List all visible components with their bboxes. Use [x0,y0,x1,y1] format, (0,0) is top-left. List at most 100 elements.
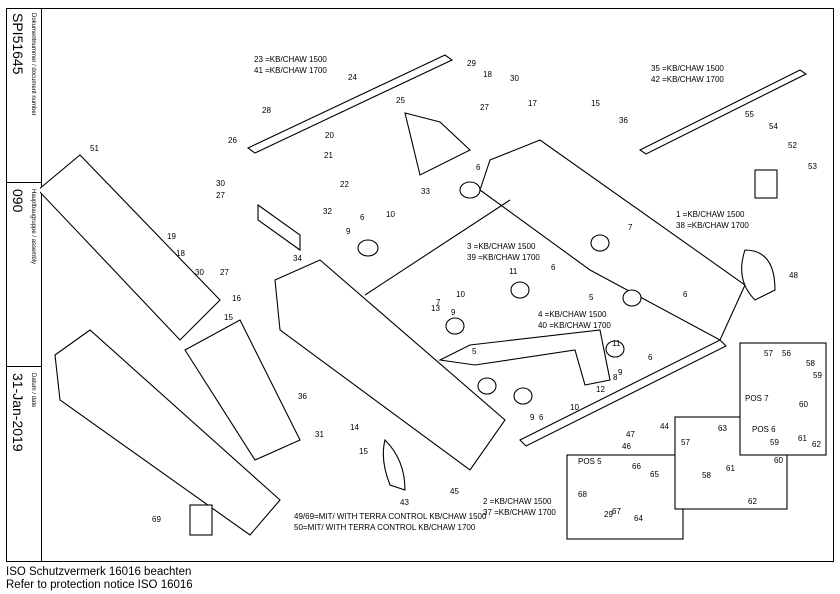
callout-21: 21 [324,151,333,160]
callout-46: 46 [622,442,631,451]
callout-28: 28 [262,106,271,115]
callout-48: 48 [789,271,798,280]
roller-7b [590,234,610,252]
callout-16: 16 [232,294,241,303]
callout-25: 25 [396,96,405,105]
callout-12: 12 [596,385,605,394]
callout-54: 54 [769,122,778,131]
callout-9: 9 [530,413,535,422]
callout-61: 61 [798,434,807,443]
callout-51: 51 [90,144,99,153]
callout-43: 43 [400,498,409,507]
callout-31: 31 [315,430,324,439]
guard-43 [382,438,406,491]
roller-6e [605,340,625,358]
exploded-parts-diagram: 23 =KB/CHAW 1500 41 =KB/CHAW 1700 35 =KB… [40,54,827,540]
callout-61: 61 [726,464,735,473]
callout-56: 56 [782,349,791,358]
callout-27: 27 [216,191,225,200]
callout-62: 62 [748,497,757,506]
callout-15: 15 [224,313,233,322]
guard-48 [741,249,776,301]
shaft-3 [364,199,511,296]
callout-6: 6 [551,263,556,272]
part-label-3: 3 =KB/CHAW 1500 [467,242,536,251]
tube-44 [519,339,727,447]
callout-24: 24 [348,73,357,82]
callout-5: 5 [472,347,477,356]
cross-tube-35 [638,69,808,155]
callout-20: 20 [325,131,334,140]
callout-13: 13 [431,304,440,313]
roller-6c [510,281,530,299]
callout-9: 9 [346,227,351,236]
callout-58: 58 [702,471,711,480]
callout-30: 30 [216,179,225,188]
callout-57: 57 [764,349,773,358]
callout-68: 68 [578,490,587,499]
part-label-50: 50=MIT/ WITH TERRA CONTROL KB/CHAW 1700 [294,523,476,532]
date-cell: Datum / date 31-Jan-2019 [7,367,41,563]
callout-44: 44 [660,422,669,431]
detail-box-pos7 [739,342,827,456]
callout-14: 14 [350,423,359,432]
callout-57: 57 [681,438,690,447]
callout-60: 60 [774,456,783,465]
part-label-49: 49/69=MIT/ WITH TERRA CONTROL KB/CHAW 15… [294,512,487,521]
pos6-label: POS 6 [752,425,776,434]
part-label-37: 37 =KB/CHAW 1700 [483,508,556,517]
callout-65: 65 [650,470,659,479]
doc-number: SPI51645 [10,13,26,75]
doc-number-cell: Dokumentnummer / document number SPI5164… [7,9,41,183]
callout-5: 5 [589,293,594,302]
callout-11: 11 [509,267,518,276]
callout-59: 59 [770,438,779,447]
callout-29: 29 [467,59,476,68]
callout-6: 6 [360,213,365,222]
callout-66: 66 [632,462,641,471]
roller-5b [622,289,642,307]
plate-31 [184,319,301,461]
part-label-38: 38 =KB/CHAW 1700 [676,221,749,230]
pos5-label: POS 5 [578,457,602,466]
date-value: 31-Jan-2019 [10,373,26,452]
callout-10: 10 [570,403,579,412]
callout-36: 36 [619,116,628,125]
callout-33: 33 [421,187,430,196]
callout-22: 22 [340,180,349,189]
side-plate-51 [40,154,221,341]
callout-10: 10 [456,290,465,299]
callout-58: 58 [806,359,815,368]
plate-32 [257,203,301,252]
callout-19: 19 [167,232,176,241]
callout-18: 18 [483,70,492,79]
callout-11: 11 [612,339,621,348]
callout-53: 53 [808,162,817,171]
date-label: Datum / date [30,373,36,408]
detail-box-pos5 [566,454,684,540]
part-label-35: 35 =KB/CHAW 1500 [651,64,724,73]
notice-german: ISO Schutzvermerk 16016 beachten [6,566,192,578]
roller-6 [459,181,481,199]
callout-6: 6 [683,290,688,299]
part-label-42: 42 =KB/CHAW 1700 [651,75,724,84]
callout-10: 10 [386,210,395,219]
plate-33 [404,112,471,176]
callout-47: 47 [626,430,635,439]
frame-1 [479,139,746,341]
callout-45: 45 [450,487,459,496]
roller-6b [357,239,379,257]
drawing-frame: Dokumentnummer / document number SPI5164… [6,8,834,562]
callout-27: 27 [220,268,229,277]
callout-63: 63 [718,424,727,433]
part-label-41: 41 =KB/CHAW 1700 [254,66,327,75]
callout-52: 52 [788,141,797,150]
callout-9: 9 [618,368,623,377]
callout-8: 8 [613,373,618,382]
roller-6d [513,387,533,405]
callout-27: 27 [480,103,489,112]
title-block: Dokumentnummer / document number SPI5164… [7,9,42,561]
assembly-cell: Hauptbaugruppe / assembly 090 [7,183,41,367]
callout-6: 6 [476,163,481,172]
callout-15: 15 [591,99,600,108]
